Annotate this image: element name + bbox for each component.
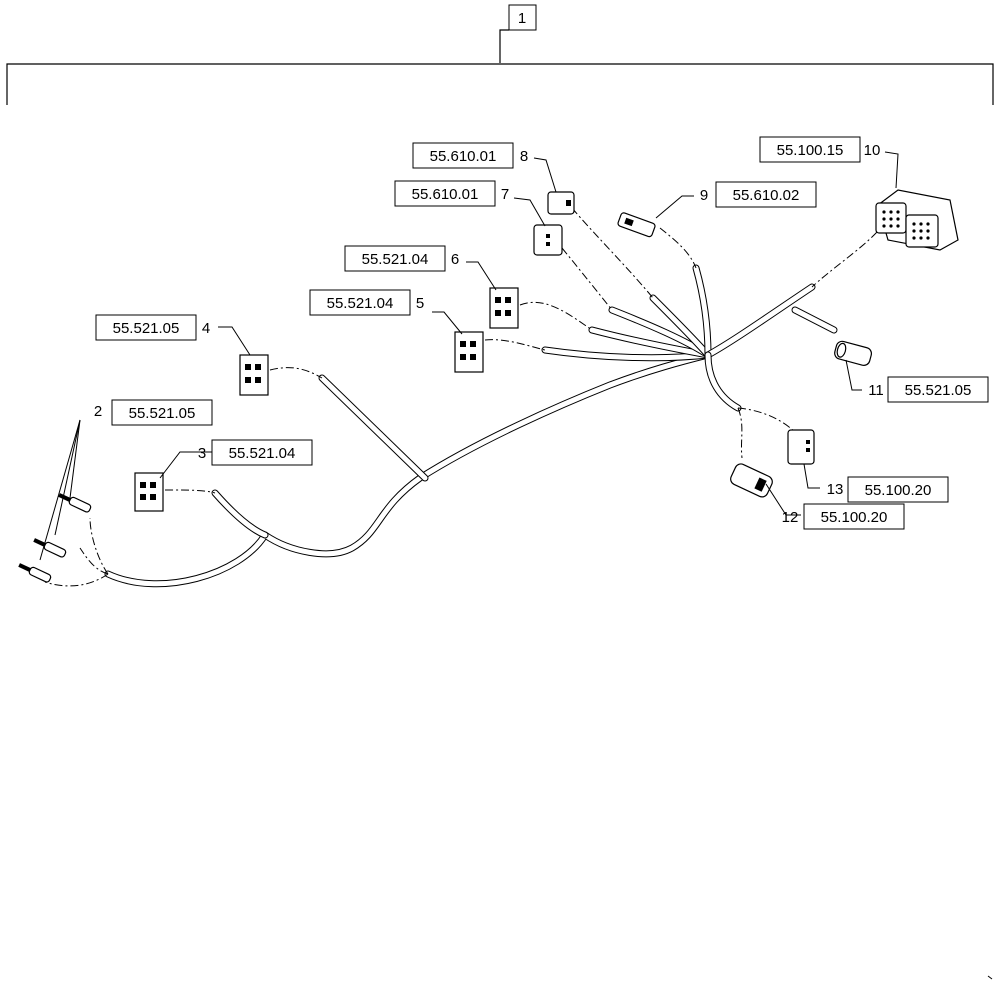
connector-item-5	[454, 331, 484, 373]
leader-lines	[39, 151, 899, 561]
connector-item-6	[489, 287, 519, 329]
item-number: 13	[827, 481, 844, 498]
connector-item-13	[787, 429, 815, 465]
connector-item-3	[134, 472, 164, 512]
callout-item-3: 3 55.521.04	[198, 439, 313, 466]
connector-item-11	[834, 340, 873, 366]
callout-item-7: 55.610.01 7	[394, 180, 509, 207]
item-number: 9	[700, 187, 708, 204]
item-number: 8	[520, 148, 528, 165]
callout-item-11: 11 55.521.05	[868, 376, 989, 403]
item-number: 2	[94, 403, 102, 420]
connector-item-4	[239, 354, 269, 396]
callout-item-9: 9 55.610.02	[700, 181, 817, 208]
callout-item-4: 55.521.05 4	[95, 314, 210, 341]
callout-item-12: 12 55.100.20	[782, 503, 905, 530]
connector-item-7	[533, 224, 563, 256]
ref-label: 55.521.05	[113, 320, 180, 337]
ref-label: 55.521.05	[129, 405, 196, 422]
dashed-wires	[44, 207, 878, 587]
corner-mark	[987, 975, 993, 980]
connector-item-10	[875, 189, 959, 251]
callout-item-13: 13 55.100.20	[827, 476, 949, 503]
connector-item-8	[547, 191, 575, 215]
item-number: 4	[202, 320, 210, 337]
connector-item-12	[730, 463, 773, 498]
callout-item-6: 55.521.04 6	[344, 245, 459, 272]
item-number: 3	[198, 445, 206, 462]
item-number: 5	[416, 295, 424, 312]
callout-item-2: 2 55.521.05	[94, 399, 213, 426]
terminal-set	[18, 493, 92, 583]
callout-item-5: 55.521.04 5	[309, 289, 424, 316]
ref-label: 55.521.04	[229, 445, 296, 462]
item-number: 11	[868, 382, 884, 399]
item-number: 7	[501, 186, 509, 203]
ref-label: 55.100.15	[777, 142, 844, 159]
item-number: 10	[864, 142, 881, 159]
ref-label: 55.100.20	[865, 482, 932, 499]
ref-label: 55.521.05	[905, 382, 972, 399]
callout-item-10: 55.100.15 10	[759, 136, 881, 163]
ref-label: 55.521.04	[362, 251, 429, 268]
assembly-bracket: 1	[6, 4, 994, 105]
ref-label: 55.610.02	[733, 187, 800, 204]
harness-cable	[104, 264, 838, 588]
item-number: 12	[782, 509, 799, 526]
connector-item-9	[617, 212, 656, 238]
assembly-item-number: 1	[518, 10, 526, 27]
callout-item-8: 55.610.01 8	[412, 142, 528, 169]
ref-label: 55.610.01	[412, 186, 479, 203]
item-number: 6	[451, 251, 459, 268]
ref-label: 55.610.01	[430, 148, 497, 165]
ref-label: 55.100.20	[821, 509, 888, 526]
ref-label: 55.521.04	[327, 295, 394, 312]
